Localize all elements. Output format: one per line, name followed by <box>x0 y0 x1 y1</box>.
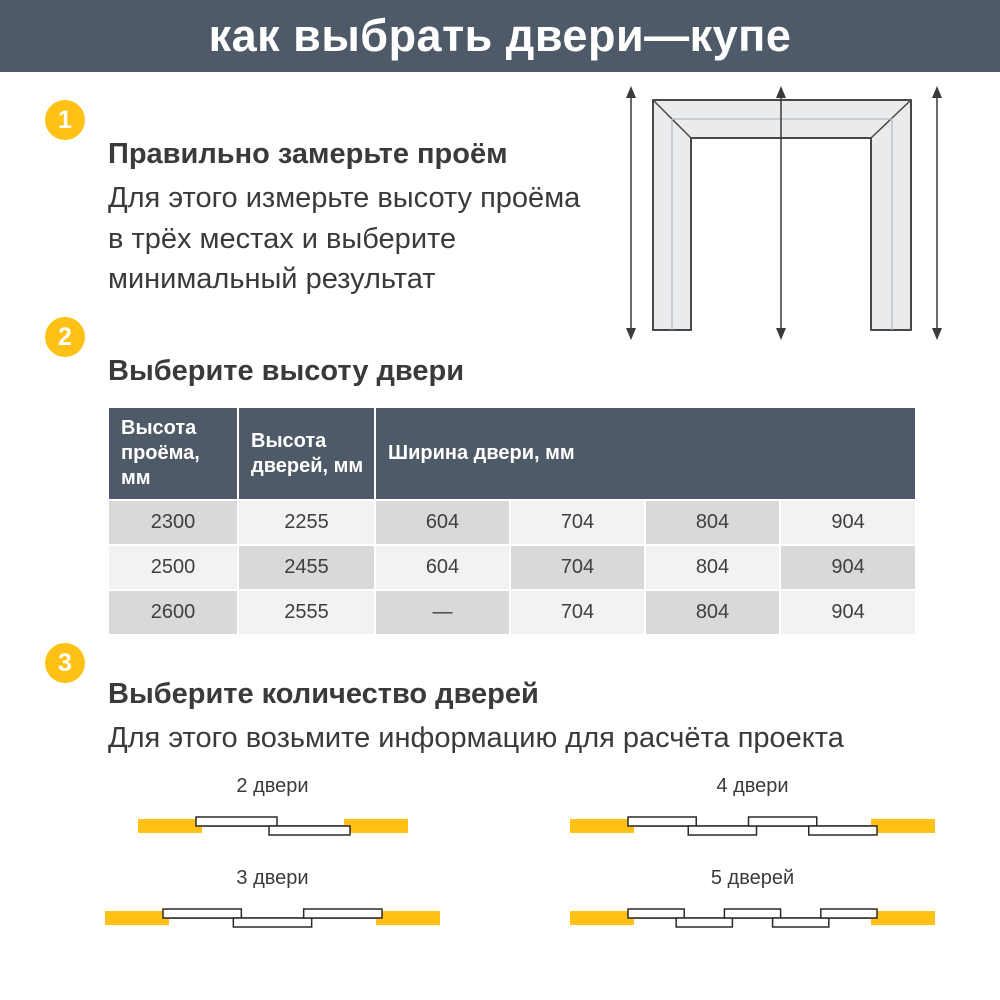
step-1-text-block: Правильно замерьте проём Для этого измер… <box>108 138 678 300</box>
door-frame-svg <box>626 86 942 340</box>
table-cell: 804 <box>644 544 781 591</box>
table-cell: 904 <box>778 589 918 636</box>
door-panel <box>267 825 351 836</box>
diagrams-right-column: 4 двери 5 дверей <box>570 775 935 959</box>
door-scheme <box>105 908 440 928</box>
header: как выбрать двери—купе <box>0 0 1000 72</box>
table-cell: 804 <box>644 589 781 636</box>
diagram-label: 5 дверей <box>710 867 795 889</box>
col-header-door-height: Высота дверей, мм <box>237 406 376 501</box>
table-cell: 804 <box>644 499 781 546</box>
table-cell: 604 <box>374 544 511 591</box>
door-panel <box>687 825 758 836</box>
door-scheme <box>137 816 408 836</box>
door-scheme <box>570 816 935 836</box>
table-cell: 2600 <box>107 589 239 636</box>
table-header-row: Высота проёма, мм Высота дверей, мм Шири… <box>107 406 918 501</box>
table-cell: 604 <box>374 499 511 546</box>
step-2-text-block: Выберите высоту двери <box>108 355 464 388</box>
door-panel <box>723 908 782 919</box>
table-cell: 2500 <box>107 544 239 591</box>
door-panel <box>302 908 383 919</box>
table-cell: 904 <box>778 499 918 546</box>
door-panel <box>808 825 878 836</box>
door-panel <box>627 908 685 919</box>
step-3-title: Выберите количество дверей <box>108 678 539 710</box>
wall-segment-right <box>871 911 935 925</box>
wall-segment-right <box>343 819 408 833</box>
door-panel <box>232 917 313 928</box>
diagram-4-doors: 4 двери <box>570 775 935 841</box>
door-panel <box>194 816 278 827</box>
step-3-text-block: Выберите количество дверей Для этого воз… <box>108 678 978 759</box>
step-1-badge: 1 <box>45 100 85 140</box>
measure-arrow-right <box>932 86 942 340</box>
table-cell: 2300 <box>107 499 239 546</box>
door-count-diagrams: 2 двери 3 двери 4 двери 5 дверей <box>0 775 1000 975</box>
step-2-badge: 2 <box>45 317 85 357</box>
step-3-badge: 3 <box>45 643 85 683</box>
diagram-2-doors: 2 двери <box>105 775 440 841</box>
step-1-number: 1 <box>58 105 72 134</box>
wall-segment-right <box>871 819 935 833</box>
door-panel <box>627 816 697 827</box>
wall-segment-left <box>105 911 169 925</box>
size-table: Высота проёма, мм Высота дверей, мм Шири… <box>107 406 918 636</box>
door-panel <box>771 917 830 928</box>
wall-segment-left <box>137 819 202 833</box>
wall-segment-left <box>570 911 634 925</box>
diagram-label: 3 двери <box>236 867 309 889</box>
col-header-door-width: Ширина двери, мм <box>373 406 918 501</box>
table-cell: 904 <box>778 544 918 591</box>
step-1-title: Правильно замерьте проём <box>108 138 508 170</box>
diagram-label: 2 двери <box>236 775 309 797</box>
measure-arrow-middle <box>776 86 786 340</box>
diagram-label: 4 двери <box>716 775 789 797</box>
wall-segment-left <box>570 819 634 833</box>
diagrams-left-column: 2 двери 3 двери <box>105 775 440 959</box>
measure-arrow-left <box>626 86 636 340</box>
table-cell: 704 <box>509 499 646 546</box>
frame-outline <box>652 99 912 331</box>
step-1-body: Для этого измерьте высоту проёма в трёх … <box>108 182 581 296</box>
table-cell: 2455 <box>237 544 376 591</box>
table-cell: — <box>374 589 511 636</box>
diagram-5-doors: 5 дверей <box>570 867 935 933</box>
step-3-number: 3 <box>58 648 72 677</box>
step-2-number: 2 <box>58 322 72 351</box>
table-cell: 2555 <box>237 589 376 636</box>
table-cell: 704 <box>509 544 646 591</box>
step-3-body: Для этого возьмите информацию для расчёт… <box>108 722 844 754</box>
table-cell: 2255 <box>237 499 376 546</box>
door-panel <box>162 908 243 919</box>
diagram-3-doors: 3 двери <box>105 867 440 933</box>
step-2-title: Выберите высоту двери <box>108 355 465 387</box>
table-cell: 704 <box>509 589 646 636</box>
page-title: как выбрать двери—купе <box>208 10 792 61</box>
col-header-opening-height: Высота проёма, мм <box>107 406 239 501</box>
door-frame-illustration <box>615 78 960 350</box>
door-panel <box>747 816 818 827</box>
door-scheme <box>570 908 935 928</box>
door-panel <box>675 917 734 928</box>
door-panel <box>820 908 878 919</box>
wall-segment-right <box>376 911 440 925</box>
